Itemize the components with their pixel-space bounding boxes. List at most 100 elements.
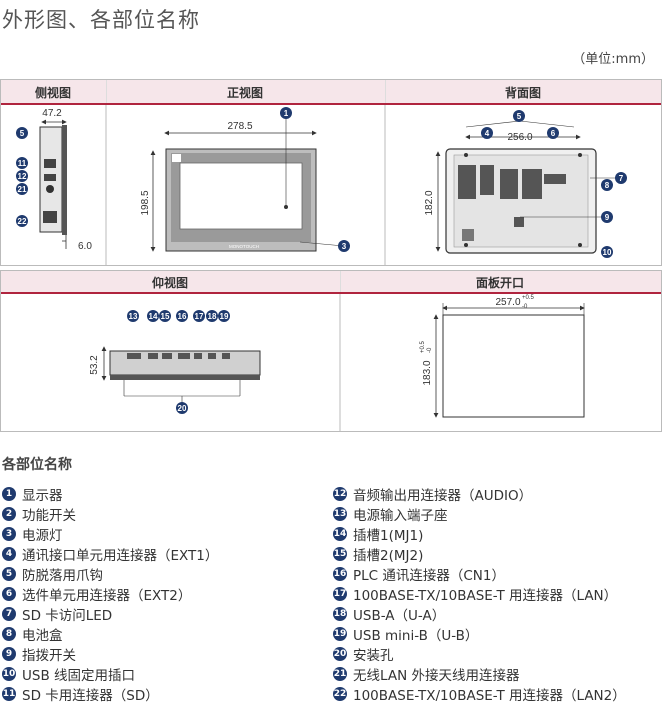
part-label: USB mini-B（U-B）: [353, 628, 479, 644]
part-number-badge: 15: [333, 547, 347, 561]
part-label: PLC 通讯连接器（CN1）: [353, 568, 505, 584]
svg-text:1: 1: [284, 109, 289, 118]
svg-text:19: 19: [220, 312, 229, 321]
part-number-badge: 2: [2, 507, 16, 521]
part-number-badge: 5: [2, 567, 16, 581]
part-item: 6 选件单元用连接器（EXT2）: [2, 584, 218, 604]
part-number-badge: 16: [333, 567, 347, 581]
part-label: 通讯接口单元用连接器（EXT1）: [22, 548, 219, 564]
part-item: 11 SD 卡用连接器（SD）: [2, 684, 218, 704]
svg-text:9: 9: [605, 213, 610, 222]
svg-text:12: 12: [18, 172, 27, 181]
part-label: 选件单元用连接器（EXT2）: [22, 588, 192, 604]
part-item: 22 100BASE-TX/10BASE-T 用连接器（LAN2）: [333, 684, 626, 704]
part-label: 插槽2(MJ2): [353, 548, 424, 564]
part-number-badge: 14: [333, 527, 347, 541]
side-callouts: 5 11 12 21 22: [16, 127, 28, 227]
svg-text:22: 22: [18, 217, 27, 226]
part-item: 20 安装孔: [333, 644, 626, 664]
back-view-drawing: 256.0 182.0: [424, 132, 597, 254]
part-number-badge: 3: [2, 527, 16, 541]
part-number-badge: 10: [2, 667, 16, 681]
svg-text:3: 3: [342, 242, 347, 251]
part-label: 100BASE-TX/10BASE-T 用连接器（LAN2）: [353, 688, 626, 704]
part-item: 17 100BASE-TX/10BASE-T 用连接器（LAN）: [333, 584, 626, 604]
back-callouts: 5 4 6 7 8 9 10: [465, 110, 627, 258]
svg-text:18: 18: [208, 312, 217, 321]
svg-text:16: 16: [178, 312, 187, 321]
part-number-badge: 1: [2, 487, 16, 501]
svg-text:14: 14: [149, 312, 158, 321]
outline-drawings: 侧视图 正视图 背面图 仰视图 面板开口 47.2 6.0 5 11 12 21…: [0, 79, 662, 432]
part-label: 电源灯: [22, 528, 63, 544]
part-number-badge: 20: [333, 647, 347, 661]
front-height-dim: 198.5: [140, 190, 151, 215]
part-item: 16 PLC 通讯连接器（CN1）: [333, 564, 626, 584]
cutout-width-tol-minus: -0: [522, 304, 528, 310]
part-label: 音频输出用连接器（AUDIO）: [353, 488, 533, 504]
part-label: SD 卡访问LED: [22, 608, 113, 624]
front-callouts: 1 3: [280, 107, 350, 252]
cutout-height-tol-plus: +0.5: [420, 340, 426, 353]
part-label: USB-A（U-A）: [353, 608, 446, 624]
part-label: SD 卡用连接器（SD）: [22, 688, 159, 704]
part-item: 5 防脱落用爪钩: [2, 564, 218, 584]
part-label: 防脱落用爪钩: [22, 568, 103, 584]
part-label: 无线LAN 外接天线用连接器: [353, 668, 520, 684]
part-label: 功能开关: [22, 508, 76, 524]
part-number-badge: 18: [333, 607, 347, 621]
part-number-badge: 19: [333, 627, 347, 641]
cutout-width-dim: 257.0: [495, 297, 520, 308]
parts-section-title: 各部位名称: [2, 457, 72, 473]
part-number-badge: 6: [2, 587, 16, 601]
svg-text:21: 21: [18, 185, 27, 194]
svg-text:4: 4: [485, 129, 490, 138]
panel-title-side: 侧视图: [35, 85, 71, 100]
part-label: 电源输入端子座: [353, 508, 448, 524]
panel-grid: [0, 79, 662, 432]
part-item: 13 电源输入端子座: [333, 504, 626, 524]
part-number-badge: 13: [333, 507, 347, 521]
part-item: 14 插槽1(MJ1): [333, 524, 626, 544]
part-number-badge: 11: [2, 687, 16, 701]
part-number-badge: 12: [333, 487, 347, 501]
brand-mark: MONOTOUCH: [229, 244, 259, 249]
part-item: 12 音频输出用连接器（AUDIO）: [333, 484, 626, 504]
part-item: 19 USB mini-B（U-B）: [333, 624, 626, 644]
svg-text:20: 20: [178, 404, 187, 413]
part-label: 安装孔: [353, 648, 394, 664]
part-item: 8 电池盒: [2, 624, 218, 644]
part-label: 显示器: [22, 488, 63, 504]
cutout-height-tol-minus: -0: [427, 347, 433, 353]
unit-note: （单位:mm）: [572, 52, 654, 67]
cutout-drawing: 257.0 +0.5 -0 183.0 +0.5 -0: [420, 295, 585, 418]
back-height-dim: 182.0: [424, 190, 435, 215]
part-label: 100BASE-TX/10BASE-T 用连接器（LAN）: [353, 588, 618, 604]
side-thickness-dim: 6.0: [78, 241, 92, 252]
part-item: 15 插槽2(MJ2): [333, 544, 626, 564]
bottom-view-drawing: 53.2: [89, 346, 261, 403]
part-number-badge: 8: [2, 627, 16, 641]
part-label: 电池盒: [22, 628, 63, 644]
front-view-drawing: 278.5 198.5 MONOTOUCH: [140, 121, 317, 252]
part-number-badge: 22: [333, 687, 347, 701]
part-label: 插槽1(MJ1): [353, 528, 424, 544]
svg-text:17: 17: [195, 312, 204, 321]
back-width-dim: 256.0: [507, 132, 532, 143]
side-depth-dim: 47.2: [42, 108, 62, 119]
front-width-dim: 278.5: [227, 121, 252, 132]
svg-text:7: 7: [619, 174, 624, 183]
part-number-badge: 17: [333, 587, 347, 601]
part-label: 指拨开关: [22, 648, 76, 664]
svg-text:5: 5: [20, 129, 25, 138]
svg-text:6: 6: [551, 129, 556, 138]
panel-title-front: 正视图: [227, 85, 263, 100]
svg-text:8: 8: [605, 181, 610, 190]
svg-text:13: 13: [129, 312, 138, 321]
